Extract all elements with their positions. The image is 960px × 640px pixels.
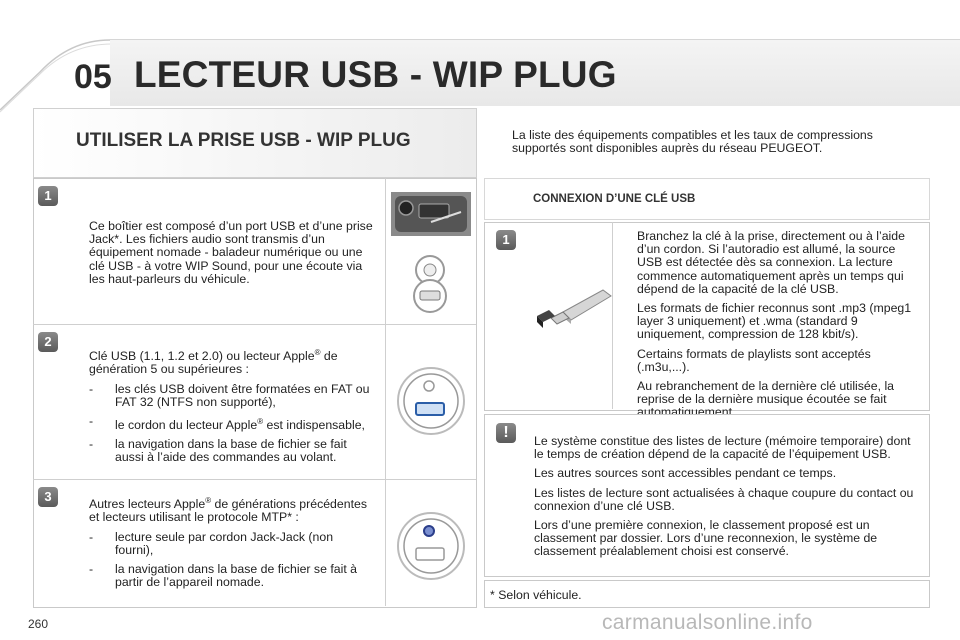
jack-port-highlighted-icon [397,512,465,580]
step-2-badge: 2 [38,332,58,352]
header-band [110,40,960,106]
step-2-bullet-2: le cordon du lecteur Apple® est indispen… [89,415,374,432]
left-image-column-divider [385,178,386,606]
connexion-step-badge: 1 [496,230,516,250]
step-2-text-block: Clé USB (1.1, 1.2 et 2.0) ou lecteur App… [89,346,374,471]
warning-icon: ! [496,423,516,443]
connexion-paragraph-2: Les formats de fichier reconnus sont .mp… [637,301,912,342]
warning-paragraph-1: Le système constitue des listes de lectu… [534,434,911,462]
connexion-paragraph-1: Branchez la clé à la prise, directement … [637,229,905,296]
usb-port-highlighted-icon [397,367,465,435]
usb-key-photo [537,289,612,328]
warning-paragraph-4: Lors d’une première connexion, le classe… [534,518,878,559]
connexion-text-block: Branchez la clé à la prise, directement … [637,229,917,426]
step-3-intro: Autres lecteurs Apple® de générations pr… [89,496,367,525]
step-2-intro: Clé USB (1.1, 1.2 et 2.0) ou lecteur App… [89,348,338,377]
step-2-bullet-1: les clés USB doivent être formatées en F… [89,382,374,409]
usb-jack-socket-photo [391,192,471,236]
page-number: 260 [28,617,49,631]
connexion-paragraph-3: Certains formats de playlists sont accep… [637,346,871,374]
page-title: LECTEUR USB - WIP PLUG [134,54,617,95]
footnote: * Selon véhicule. [490,588,582,602]
connexion-image-divider [612,222,613,409]
intro-text: La liste des équipements compatibles et … [512,128,873,156]
footnote-box [484,580,930,608]
section-title-box [33,108,477,178]
warning-text-block: Le système constitue des listes de lectu… [534,434,918,565]
chapter-number: 05 [74,58,112,96]
connexion-title-box [484,178,930,220]
warning-paragraph-3: Les listes de lecture sont actualisées à… [534,485,914,513]
header-decoration [0,39,960,113]
usb-cover-open-icon [413,255,447,313]
connexion-title: CONNEXION D’UNE CLÉ USB [533,193,696,205]
step-1-text: Ce boîtier est composé d’un port USB et … [89,219,373,286]
step-3-badge: 3 [38,487,58,507]
watermark: carmanualsonline.info [602,611,813,634]
warning-paragraph-2: Les autres sources sont accessibles pend… [534,466,837,481]
step-1-badge: 1 [38,186,58,206]
step-3-text-block: Autres lecteurs Apple® de générations pr… [89,494,374,595]
section-title: UTILISER LA PRISE USB - WIP PLUG [76,130,411,151]
step-divider-1 [33,324,476,325]
warning-panel [484,414,930,577]
step-divider-2 [33,479,476,480]
connexion-paragraph-4: Au rebranchement de la dernière clé util… [637,379,895,420]
step-3-bullet-1: lecture seule par cordon Jack-Jack (non … [89,530,374,557]
step-2-bullet-3: la navigation dans la base de fichier se… [89,438,374,465]
step-3-bullet-2: la navigation dans la base de fichier se… [89,562,374,589]
